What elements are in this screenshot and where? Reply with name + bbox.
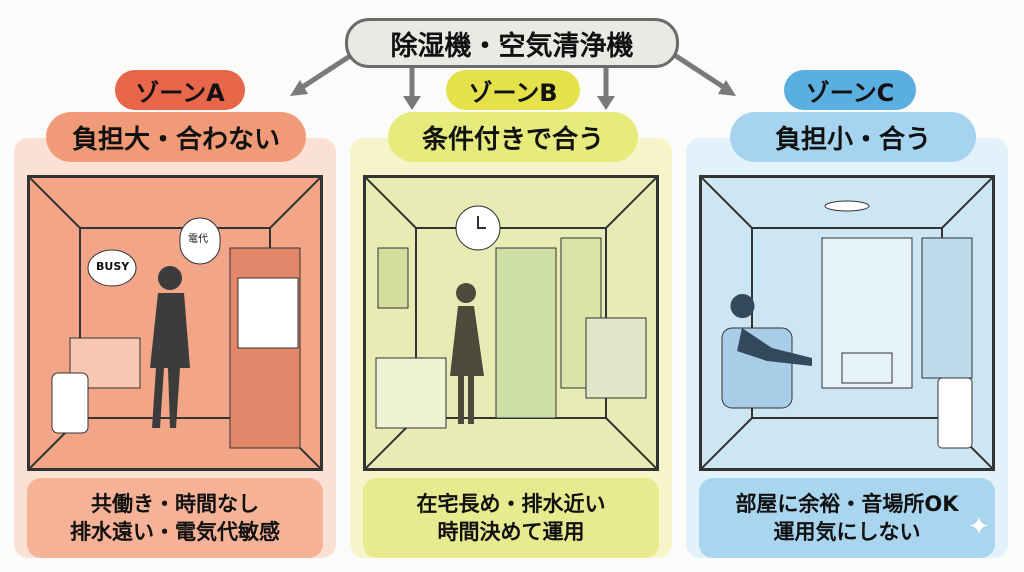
clothes-rack	[585, 317, 647, 399]
timer-hands	[477, 216, 486, 229]
dehumidifier-icon	[51, 372, 89, 434]
mirror	[377, 247, 409, 309]
person-silhouette	[450, 306, 484, 424]
relaxed-living-room-scene	[702, 178, 992, 468]
arrowhead-a	[290, 80, 308, 96]
zone-c-tag: ゾーンC	[784, 70, 916, 110]
arrowhead-b-left	[403, 96, 421, 110]
bill-text: 電代	[188, 234, 208, 245]
caption-line: 共働き・時間なし	[91, 491, 259, 516]
ceiling-light	[824, 200, 870, 212]
arrowhead-c	[718, 80, 736, 96]
arrowhead-b-right	[597, 96, 615, 110]
caption-line: 時間決めて運用	[437, 520, 585, 544]
caption-line: 運用気にしない	[773, 520, 921, 544]
busy-text: BUSY	[96, 260, 130, 273]
zone-b-room-illustration	[363, 175, 659, 471]
person-silhouette	[730, 294, 812, 366]
zone-c-caption: 部屋に余裕・音場所OK 運用気にしない	[699, 478, 995, 558]
arrow-to-zone-a	[295, 53, 353, 93]
arrow-to-zone-c	[673, 53, 731, 93]
zone-c-label: 負担小・合う	[730, 112, 976, 162]
zone-a-label: 負担大・合わない	[46, 112, 306, 162]
busy-bubble	[87, 249, 137, 287]
zone-a-tag: ゾーンA	[115, 70, 245, 110]
zone-b-caption: 在宅長め・排水近い 時間決めて運用	[363, 478, 659, 558]
sparkle-icon: ✦	[968, 512, 990, 542]
caption-line: 部屋に余裕・音場所OK	[735, 491, 959, 516]
closet	[921, 237, 973, 379]
bill-bubble	[179, 217, 221, 265]
zone-b-label: 条件付きで合う	[388, 112, 638, 162]
zone-b-tag: ゾーンB	[446, 70, 580, 110]
caption-line: 在宅長め・排水近い	[416, 491, 606, 516]
washroom-timer-scene	[366, 178, 656, 468]
caption-line: 排水遠い・電気代敏感	[70, 520, 280, 544]
sink-cabinet	[375, 357, 447, 429]
zone-a-room-illustration: BUSY 電代	[27, 175, 323, 471]
person-head	[456, 283, 476, 303]
main-title: 除湿機・空気清浄機	[345, 18, 679, 68]
air-purifier-icon	[937, 377, 973, 449]
shirt-icon	[237, 277, 299, 349]
door	[495, 247, 557, 419]
busy-person-bathroom-scene	[30, 178, 320, 468]
zone-a-caption: 共働き・時間なし 排水遠い・電気代敏感	[27, 478, 323, 558]
person-silhouette	[150, 293, 190, 428]
coffee-table	[841, 352, 893, 384]
person-head	[158, 266, 182, 290]
zone-c-room-illustration	[699, 175, 995, 471]
